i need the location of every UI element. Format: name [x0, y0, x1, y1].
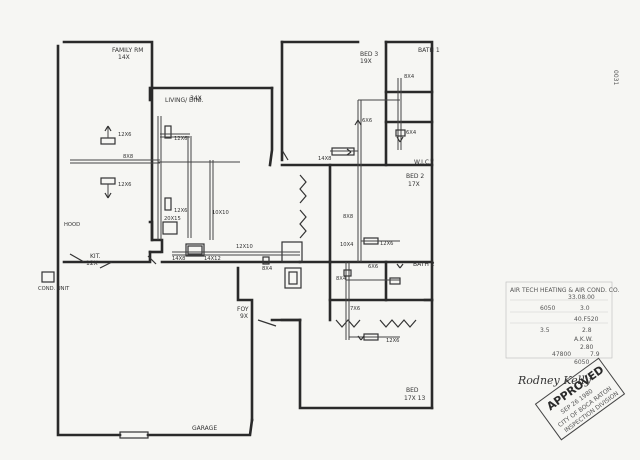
airflow-arrows: [104, 119, 404, 341]
duct-label: 12X10: [236, 244, 253, 250]
exterior-walls: [56, 40, 434, 437]
living-dining-label: LIVING/ DINI.: [165, 97, 204, 104]
kitchen-label: KIT.: [90, 253, 101, 260]
bed3-label: BED 3: [360, 51, 378, 58]
duct-label: 8X8: [123, 154, 133, 160]
cond-unit-label: COND. UNIT: [38, 286, 70, 292]
interior-walls: [69, 40, 434, 439]
duct-label: 10X4: [340, 242, 354, 248]
duct-label: 12X6: [118, 182, 131, 188]
wic-label: W.I.C.: [414, 159, 431, 166]
stamp-value: 2.8: [582, 327, 592, 334]
bed1-size: 17X 13: [404, 395, 425, 402]
duct-label: 12X6: [386, 338, 399, 344]
stamp-value: 33.08.00: [568, 294, 595, 301]
foyer-label: FOY: [237, 306, 249, 313]
living-dining-size: 34X: [190, 95, 202, 102]
bed1-label: BED: [406, 387, 419, 394]
stamp-value: 3.5: [540, 327, 550, 334]
stamp-value: 6050: [540, 305, 555, 312]
signature: Rodney Kelly: [517, 374, 592, 387]
family-room-label: FAMILY RM: [112, 47, 143, 54]
duct-label: 12X6: [380, 241, 393, 247]
bath2-label: BATH 2: [413, 261, 435, 268]
duct-label: 10X10: [212, 210, 229, 216]
duct-size-labels: 12X6 12X6 8X8 12X6 12X6 10X10 20X15 12X1…: [118, 74, 417, 344]
hood-label: HOOD: [64, 222, 80, 228]
duct-label: 12X6: [118, 132, 131, 138]
stamp-value: 3.0: [580, 305, 590, 312]
stamp-value: 6050: [574, 359, 589, 366]
duct-label: 14X12: [204, 256, 221, 262]
foyer-size: 9X: [240, 313, 248, 320]
bed2-size: 17X: [408, 181, 420, 188]
room-labels: FAMILY RM 14X LIVING/ DINI. 34X KIT. 12X…: [38, 47, 440, 432]
duct-label: 8X4: [336, 276, 347, 282]
stamp-value: 47800: [552, 351, 571, 358]
hvac-stamp: AIR TECH HEATING & AIR COND. CO. 33.08.0…: [505, 281, 619, 366]
condenser-unit: [41, 271, 55, 283]
duct-label: 12X6: [174, 136, 187, 142]
duct-label: 6X4: [406, 130, 417, 136]
stamp-value: A.K.W.: [574, 336, 593, 343]
duct-label: 14X8: [318, 156, 331, 162]
stamp-value: 40.F520: [574, 316, 599, 323]
duct-label: 7X6: [350, 306, 360, 312]
garage-label: GARAGE: [192, 425, 217, 432]
duct-label: 8X8: [343, 214, 353, 220]
duct-label: 20X15: [164, 216, 181, 222]
bath1-label: BATH 1: [418, 47, 440, 54]
duct-label: 8X4: [404, 74, 415, 80]
stamp-company: AIR TECH HEATING & AIR COND. CO.: [510, 287, 619, 294]
approval-stamp: APPROVED SEP 26 1980 CITY OF BOCA RATON …: [534, 357, 626, 441]
duct-label: 6X6: [362, 118, 372, 124]
bed3-size: 19X: [360, 58, 372, 65]
stamp-value: 7.9: [590, 351, 600, 358]
corner-number: 0031: [612, 70, 619, 85]
duct-label: 14X8: [172, 256, 185, 262]
kitchen-size: 12X: [86, 260, 98, 267]
duct-label: 8X4: [262, 266, 273, 272]
family-room-size: 14X: [118, 54, 130, 61]
duct-label: 6X6: [368, 264, 378, 270]
bed2-label: BED 2: [406, 173, 424, 180]
stamp-value: 2.80: [580, 344, 594, 351]
duct-label: 12X6: [174, 208, 187, 214]
